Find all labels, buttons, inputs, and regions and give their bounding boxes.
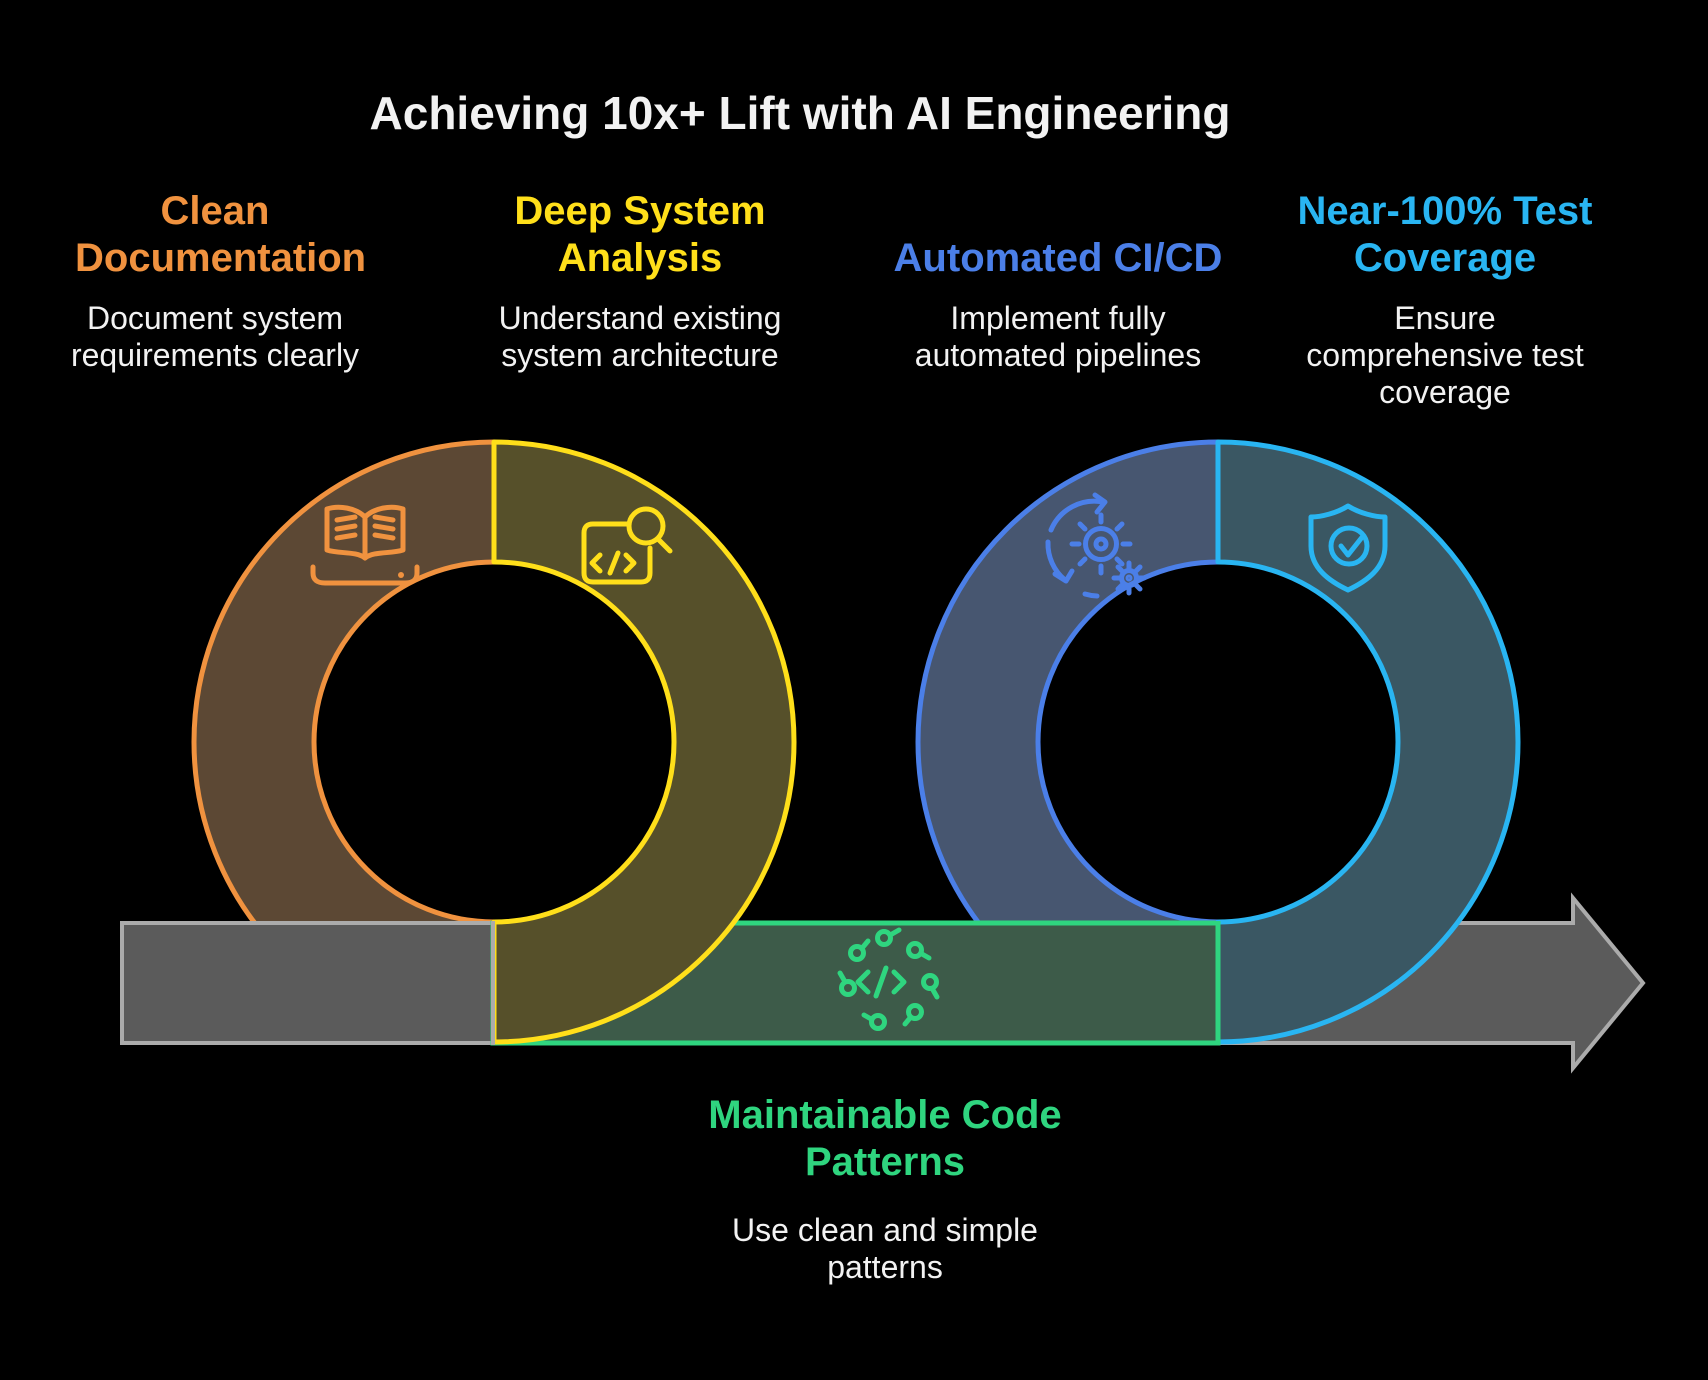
step-label-near-100-test-coverage: Near-100% Test Coverage	[1297, 189, 1593, 281]
gears-sync-icon	[1045, 492, 1147, 599]
open-book-icon	[310, 504, 420, 586]
shield-check-icon	[1308, 503, 1388, 593]
step-description-maintainable-code-patterns: Use clean and simple patterns	[732, 1212, 1038, 1286]
step-label-automated-ci-cd: Automated CI/CD	[893, 236, 1223, 281]
ring-half-deep-system-analysis	[491, 439, 797, 1045]
code-search-icon	[581, 506, 673, 585]
step-label-clean-documentation: Clean Documentation	[75, 189, 367, 281]
step-description-clean-documentation: Document system requirements clearly	[70, 300, 360, 374]
step-description-deep-system-analysis: Understand existing system architecture	[498, 300, 782, 374]
page-title: Achieving 10x+ Lift with AI Engineering	[369, 87, 1231, 139]
arrow-band-left	[120, 921, 495, 1045]
step-label-deep-system-analysis: Deep System Analysis	[514, 189, 766, 281]
code-pattern-icon	[837, 927, 940, 1031]
step-label-maintainable-code-patterns: Maintainable Code Patterns	[708, 1093, 1062, 1184]
step-description-near-100-test-coverage: Ensure comprehensive test coverage	[1306, 300, 1584, 411]
step-description-automated-ci-cd: Implement fully automated pipelines	[914, 300, 1202, 374]
ring-half-near-100-test-coverage	[1215, 439, 1521, 1045]
